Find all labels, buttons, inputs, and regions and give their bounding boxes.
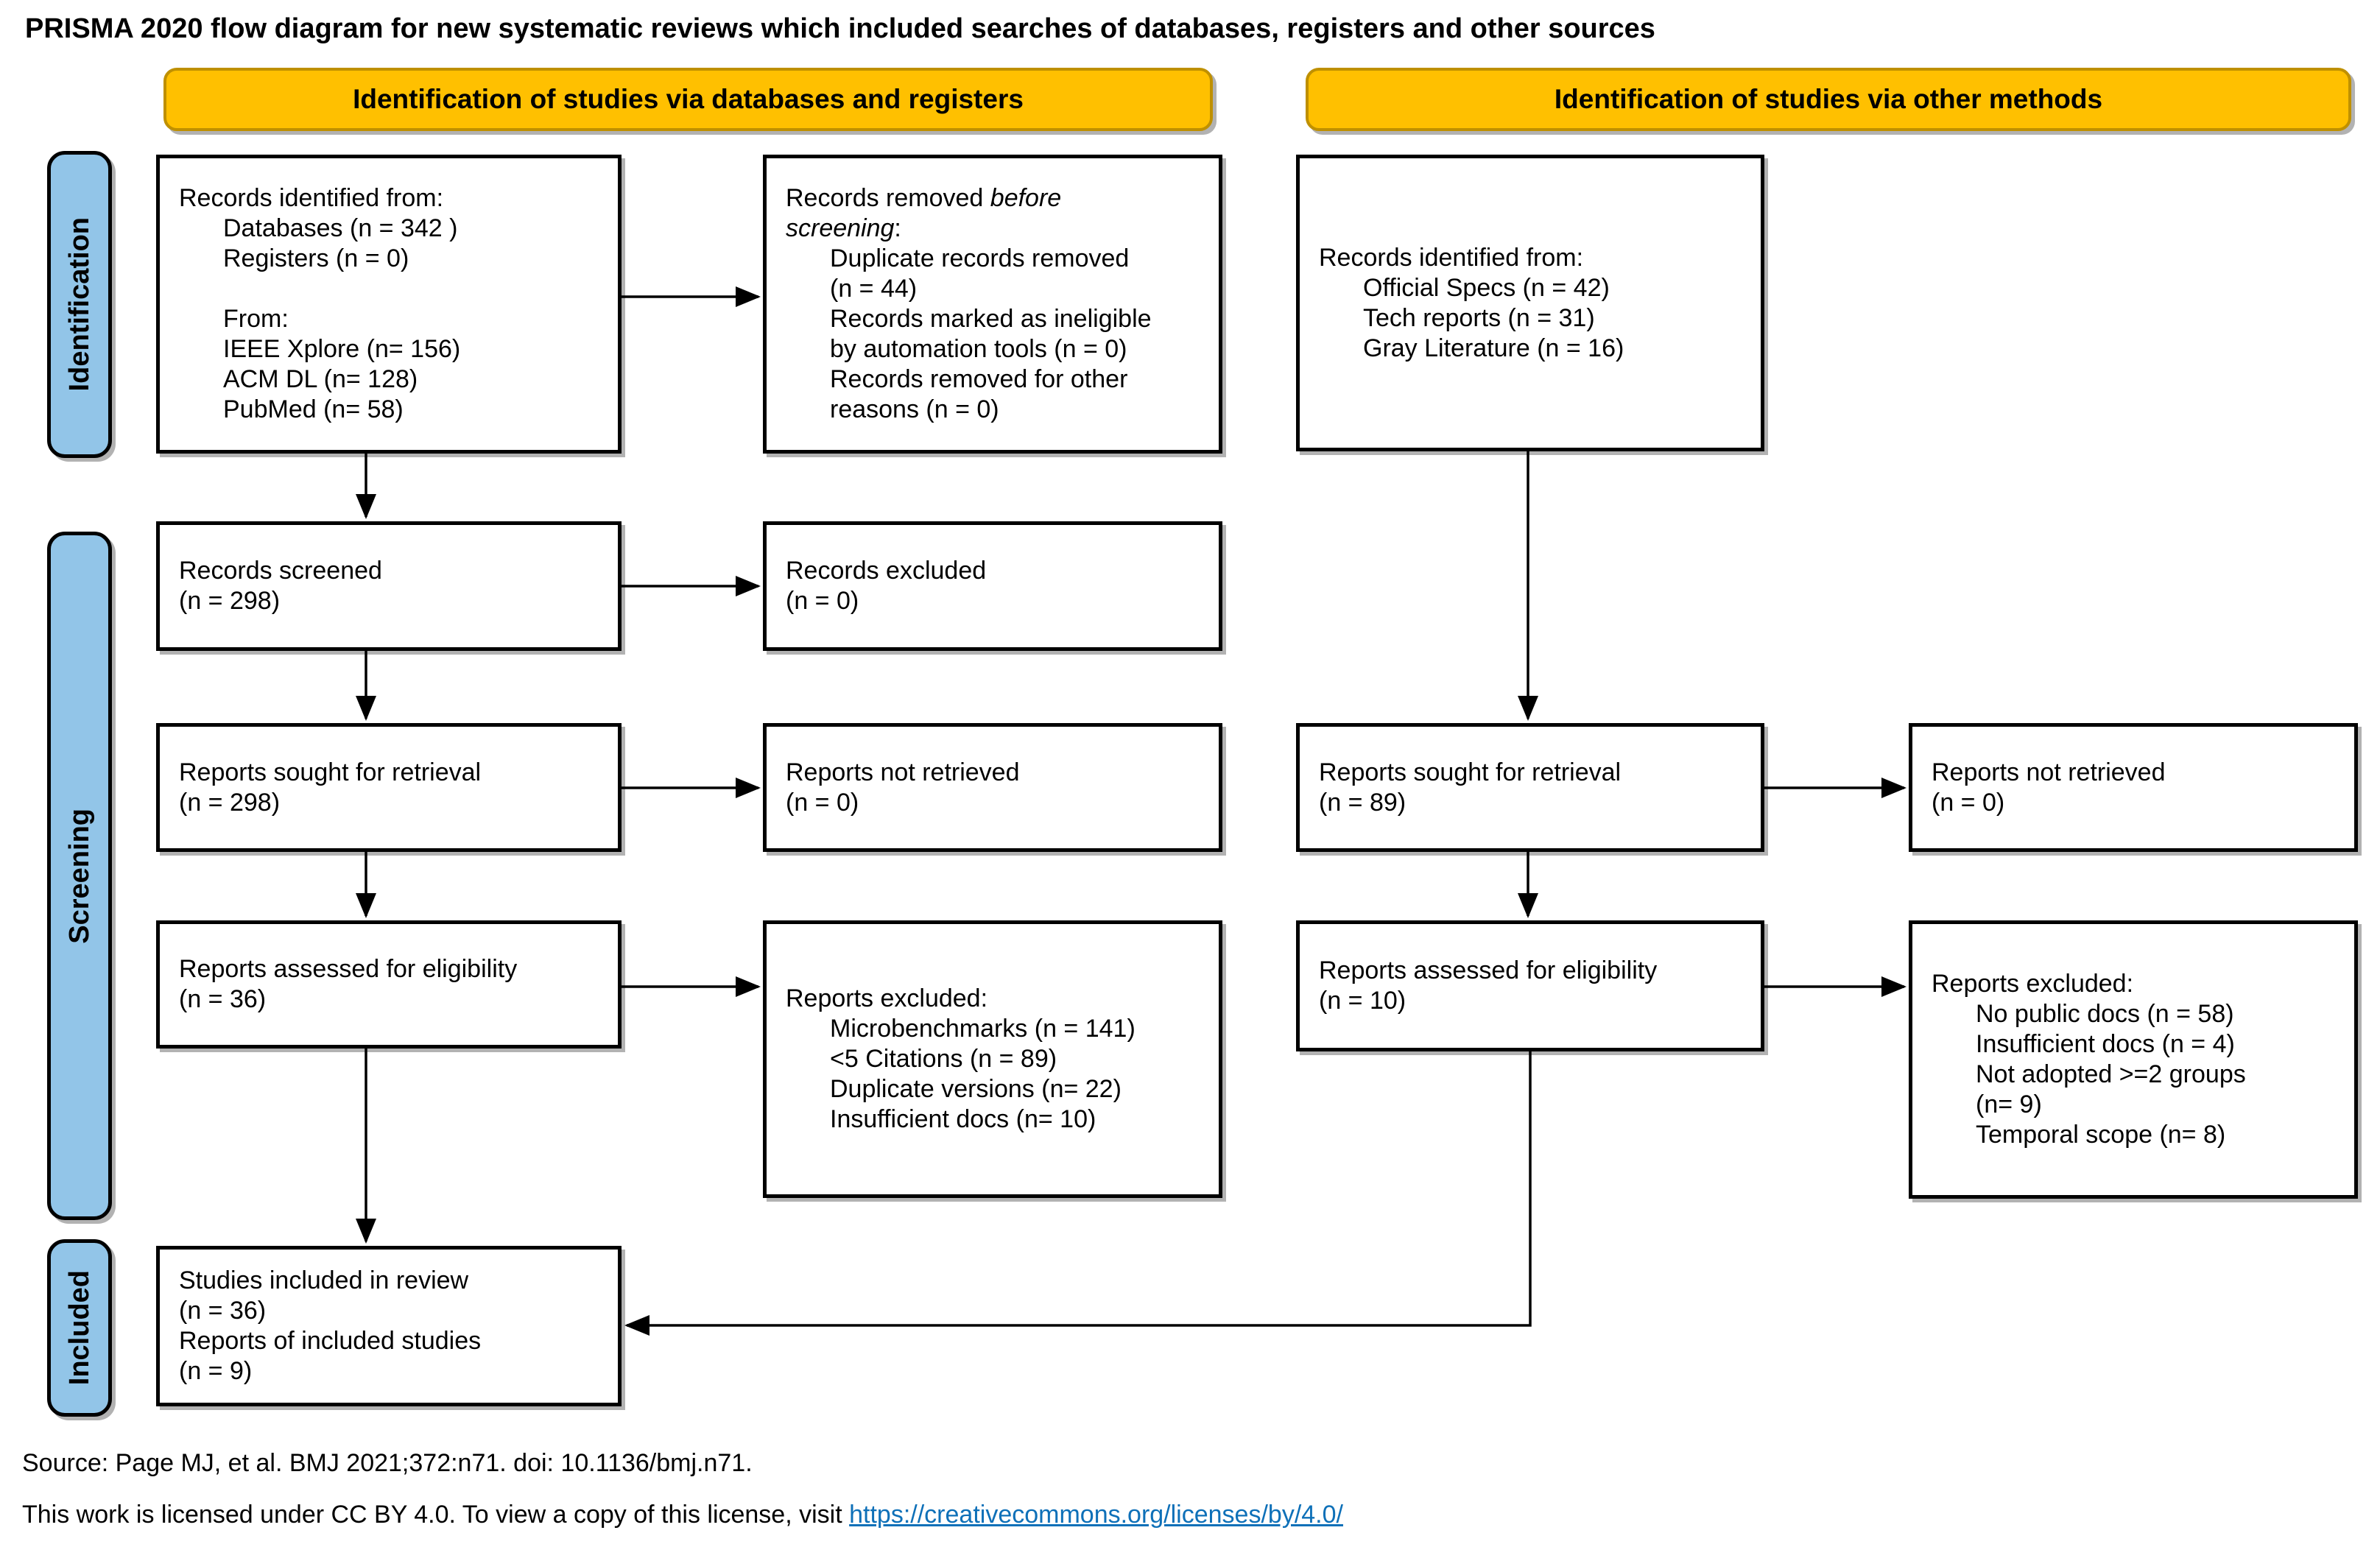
box-line: Not adopted >=2 groups [1976, 1060, 2246, 1088]
box-reports-sought-databases: Reports sought for retrieval(n = 298) [156, 723, 622, 852]
box-records-excluded: Records excluded(n = 0) [763, 521, 1222, 651]
box-line: Reports assessed for eligibility [179, 955, 518, 983]
box-line: (n = 298) [179, 587, 281, 615]
box-reports-excluded-other: Reports excluded:No public docs (n = 58)… [1909, 920, 2358, 1199]
box-line: (n = 298) [179, 788, 281, 817]
box-line: screening: [786, 214, 901, 242]
box-line: Reports not retrieved [786, 758, 1020, 786]
box-line: Registers (n = 0) [223, 244, 409, 272]
page-title: PRISMA 2020 flow diagram for new systema… [25, 13, 1655, 44]
box-line: (n = 9) [179, 1357, 253, 1385]
box-line: Reports sought for retrieval [1319, 758, 1622, 786]
banner-databases-registers: Identification of studies via databases … [163, 68, 1213, 131]
box-line: IEEE Xplore (n= 156) [223, 335, 461, 363]
box-line: Records identified from: [179, 184, 444, 212]
box-line: Tech reports (n = 31) [1363, 303, 1595, 332]
box-reports-assessed-other: Reports assessed for eligibility (n = 10) [1296, 920, 1764, 1051]
box-line: Records removed for other [830, 365, 1128, 393]
box-line: Reports excluded: [786, 984, 988, 1012]
stage-identification: Identification [47, 151, 112, 458]
banner-other-methods: Identification of studies via other meth… [1306, 68, 2351, 131]
box-line: Official Specs (n = 42) [1363, 273, 1610, 302]
box-line: Records identified from: [1319, 243, 1584, 272]
box-reports-not-retrieved-databases: Reports not retrieved(n = 0) [763, 723, 1222, 852]
box-line: (n = 0) [786, 788, 859, 817]
box-line: (n = 89) [1319, 788, 1406, 817]
box-line: Duplicate records removed [830, 244, 1130, 272]
license-line: This work is licensed under CC BY 4.0. T… [22, 1501, 1343, 1529]
box-line: by automation tools (n = 0) [830, 335, 1127, 363]
box-line: Duplicate versions (n= 22) [830, 1075, 1122, 1103]
box-line: PubMed (n= 58) [223, 395, 404, 423]
box-line: Reports of included studies [179, 1327, 482, 1355]
box-line: No public docs (n = 58) [1976, 1000, 2234, 1028]
box-line: Temporal scope (n= 8) [1976, 1121, 2226, 1149]
license-link[interactable]: https://creativecommons.org/licenses/by/… [849, 1501, 1343, 1529]
box-line: (n = 36) [179, 985, 267, 1013]
box-line: (n = 10) [1319, 987, 1406, 1015]
source-citation: Source: Page MJ, et al. BMJ 2021;372:n71… [22, 1449, 753, 1477]
box-line: <5 Citations (n = 89) [830, 1045, 1057, 1073]
box-line: Reports excluded: [1932, 970, 2134, 998]
box-studies-included: Studies included in review (n = 36)Report… [156, 1246, 622, 1406]
box-reports-excluded-databases: Reports excluded: Microbenchmarks (n = 14… [763, 920, 1222, 1198]
license-text: This work is licensed under CC BY 4.0. T… [22, 1501, 850, 1529]
box-line: Records marked as ineligible [830, 305, 1152, 333]
box-line: reasons (n = 0) [830, 395, 999, 423]
box-line: Reports not retrieved [1932, 758, 2166, 786]
box-line: Studies included in review [179, 1266, 469, 1294]
box-line: Insufficient docs (n = 4) [1976, 1030, 2235, 1058]
box-line: Insufficient docs (n= 10) [830, 1105, 1096, 1133]
box-line: Reports assessed for eligibility [1319, 956, 1658, 984]
box-line: Microbenchmarks (n = 141) [830, 1015, 1136, 1043]
box-line: Reports sought for retrieval [179, 758, 482, 786]
box-records-identified-databases: Records identified from:Databases (n = 3… [156, 155, 622, 454]
box-line [179, 274, 599, 304]
box-reports-sought-other: Reports sought for retrieval(n = 89) [1296, 723, 1764, 852]
stage-screening: Screening [47, 532, 112, 1220]
stage-included: Included [47, 1239, 112, 1417]
box-line: Records excluded [786, 557, 987, 585]
stage-screening-label: Screening [63, 808, 95, 944]
box-records-screened: Records screened(n = 298) [156, 521, 622, 651]
box-line: (n= 9) [1976, 1090, 2042, 1118]
box-line: Records removed before [786, 184, 1062, 212]
box-line: From: [223, 305, 289, 333]
box-reports-assessed-databases: Reports assessed for eligibility(n = 36) [156, 920, 622, 1049]
box-records-identified-other: Records identified from:Official Specs (… [1296, 155, 1764, 451]
box-reports-not-retrieved-other: Reports not retrieved(n = 0) [1909, 723, 2358, 852]
box-line: Records screened [179, 557, 382, 585]
box-line: ACM DL (n= 128) [223, 365, 418, 393]
box-line: (n = 0) [786, 587, 859, 615]
box-line: (n = 36) [179, 1297, 267, 1325]
stage-identification-label: Identification [63, 217, 95, 392]
box-line: (n = 44) [830, 275, 918, 303]
box-line: Databases (n = 342 ) [223, 214, 458, 242]
box-line: Gray Literature (n = 16) [1363, 334, 1624, 362]
box-line: (n = 0) [1932, 788, 2005, 817]
stage-included-label: Included [63, 1270, 95, 1386]
